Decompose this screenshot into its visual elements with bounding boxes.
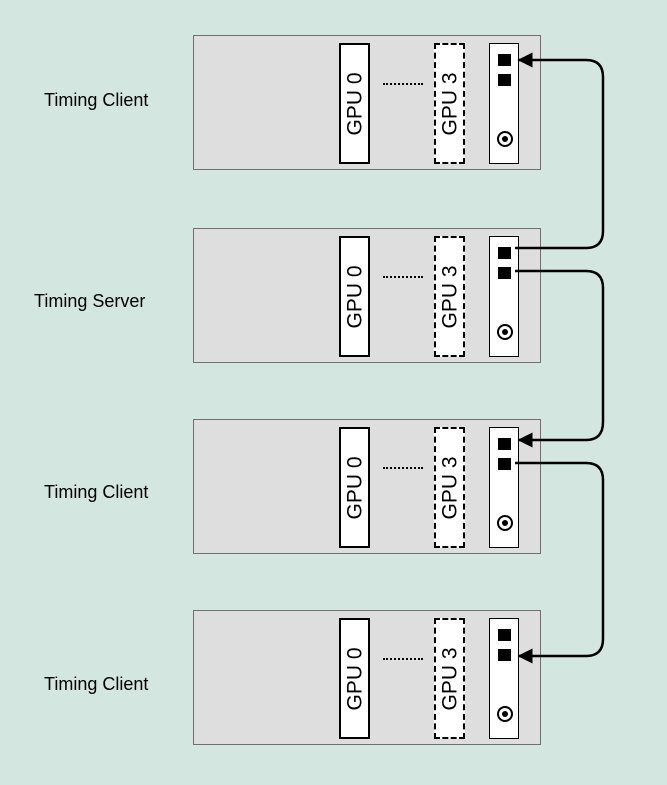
role-label-system-4: Timing Client	[44, 674, 149, 694]
gpu-card-last: GPU 3	[434, 427, 465, 548]
sync-card-bracket	[489, 43, 519, 164]
rj45-port-icon[interactable]	[498, 54, 511, 66]
gpu-card-last: GPU 3	[434, 43, 465, 164]
ellipsis-dots	[383, 467, 423, 469]
gpu-card-last: GPU 3	[434, 236, 465, 357]
sync-card-bracket	[489, 427, 519, 548]
sync-cable-client-3-to-client-4	[515, 461, 605, 664]
ellipsis-dots	[383, 276, 423, 278]
rj45-port-icon[interactable]	[498, 247, 511, 259]
rj45-port-icon[interactable]	[498, 74, 511, 86]
bnc-connector-icon[interactable]	[497, 131, 513, 147]
rj45-port-icon[interactable]	[498, 649, 511, 661]
system-chassis-3: GPU 0 GPU 3	[193, 419, 541, 554]
system-chassis-4: GPU 0 GPU 3	[193, 610, 541, 745]
rj45-port-icon[interactable]	[498, 438, 511, 450]
system-chassis-2: GPU 0 GPU 3	[193, 228, 541, 363]
role-label-system-3: Timing Client	[44, 482, 149, 502]
gpu-card-first: GPU 0	[339, 43, 370, 164]
gpu-card-last: GPU 3	[434, 618, 465, 739]
sync-card-bracket	[489, 618, 519, 739]
sync-card-bracket	[489, 236, 519, 357]
role-label-system-2: Timing Server	[34, 291, 146, 311]
sync-cable-server-to-client-3	[515, 269, 605, 448]
rj45-port-icon[interactable]	[498, 458, 511, 470]
bnc-connector-icon[interactable]	[497, 324, 513, 340]
gpu-card-first: GPU 0	[339, 427, 370, 548]
sync-cable-server-to-client-1	[515, 52, 605, 250]
system-chassis-1: GPU 0 GPU 3	[193, 35, 541, 170]
rj45-port-icon[interactable]	[498, 267, 511, 279]
gpu-card-first: GPU 0	[339, 618, 370, 739]
gpu-card-first: GPU 0	[339, 236, 370, 357]
rj45-port-icon[interactable]	[498, 629, 511, 641]
bnc-connector-icon[interactable]	[497, 706, 513, 722]
ellipsis-dots	[383, 658, 423, 660]
bnc-connector-icon[interactable]	[497, 515, 513, 531]
role-label-system-1: Timing Client	[44, 90, 149, 110]
ellipsis-dots	[383, 83, 423, 85]
